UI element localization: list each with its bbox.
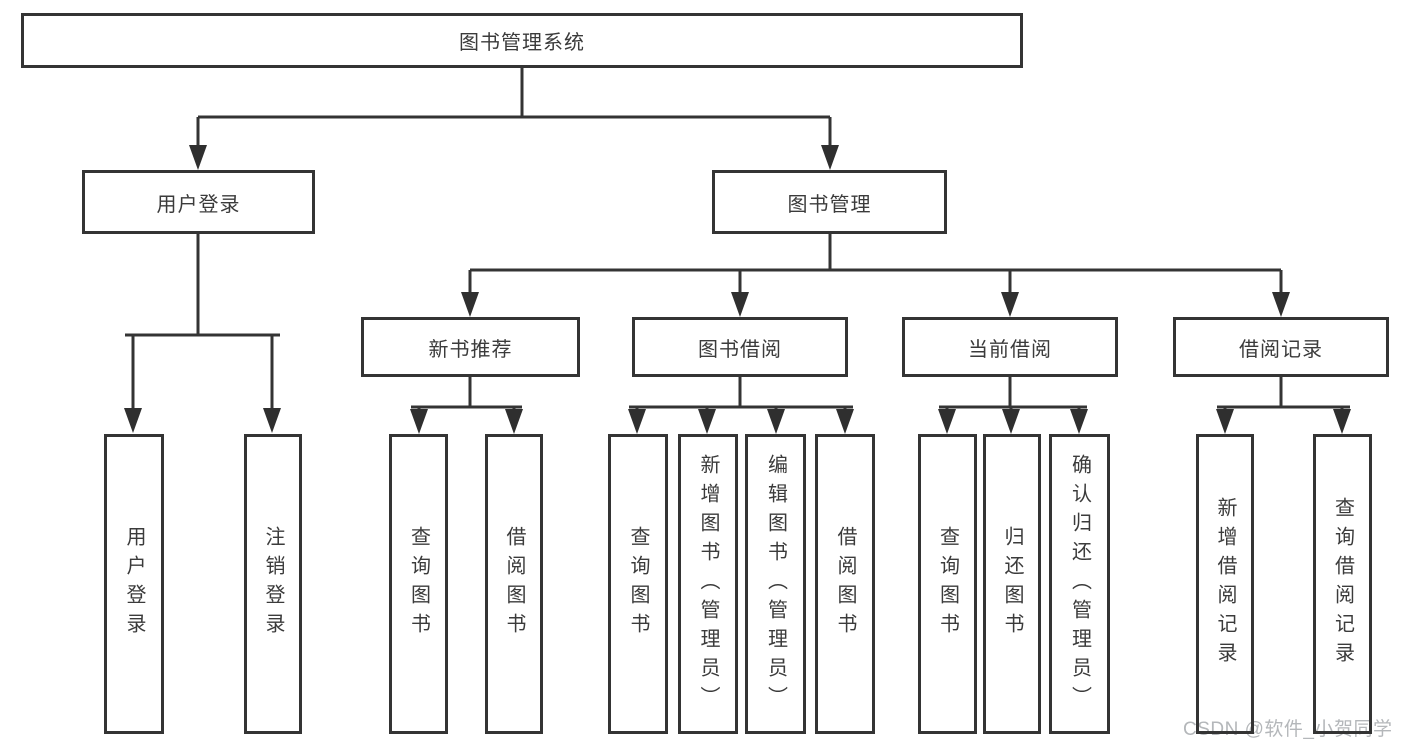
node-borrow-record: 借阅记录 bbox=[1173, 317, 1389, 377]
leaf-add-book-admin: 新增图书（管理员） bbox=[678, 434, 738, 734]
arrow-down-icon bbox=[505, 409, 523, 434]
leaf-query-books-2: 查询图书 bbox=[608, 434, 668, 734]
arrow-down-icon bbox=[938, 409, 956, 434]
arrow-down-icon bbox=[124, 408, 142, 433]
leaf-borrow-books-1: 借阅图书 bbox=[485, 434, 543, 734]
connector-lines bbox=[125, 68, 1350, 411]
arrow-down-icon bbox=[1272, 292, 1290, 317]
node-new-book-recommend: 新书推荐 bbox=[361, 317, 580, 377]
node-book-borrow: 图书借阅 bbox=[632, 317, 848, 377]
arrow-down-icon bbox=[628, 409, 646, 434]
leaf-confirm-return-admin: 确认归还（管理员） bbox=[1049, 434, 1110, 734]
arrowhead-icons bbox=[124, 145, 1351, 434]
leaf-return-book: 归还图书 bbox=[983, 434, 1041, 734]
node-book-management: 图书管理 bbox=[712, 170, 947, 234]
node-current-borrow: 当前借阅 bbox=[902, 317, 1118, 377]
watermark: CSDN @软件_小贺同学 bbox=[1183, 719, 1393, 740]
leaf-query-books-1: 查询图书 bbox=[389, 434, 448, 734]
leaf-edit-book-admin: 编辑图书（管理员） bbox=[745, 434, 806, 734]
arrow-down-icon bbox=[731, 292, 749, 317]
leaf-query-borrow-record: 查询借阅记录 bbox=[1313, 434, 1372, 734]
arrow-down-icon bbox=[189, 145, 207, 170]
arrow-down-icon bbox=[1333, 409, 1351, 434]
arrow-down-icon bbox=[1001, 292, 1019, 317]
arrow-down-icon bbox=[821, 145, 839, 170]
arrow-down-icon bbox=[263, 408, 281, 433]
arrow-down-icon bbox=[836, 409, 854, 434]
leaf-add-borrow-record: 新增借阅记录 bbox=[1196, 434, 1254, 734]
leaf-logout: 注销登录 bbox=[244, 434, 302, 734]
arrow-down-icon bbox=[767, 409, 785, 434]
arrow-down-icon bbox=[1070, 409, 1088, 434]
arrow-down-icon bbox=[410, 409, 428, 434]
leaf-query-books-3: 查询图书 bbox=[918, 434, 977, 734]
arrow-down-icon bbox=[698, 409, 716, 434]
leaf-user-login: 用户登录 bbox=[104, 434, 164, 734]
arrow-down-icon bbox=[1002, 409, 1020, 434]
node-user-login: 用户登录 bbox=[82, 170, 315, 234]
node-root-system: 图书管理系统 bbox=[21, 13, 1023, 68]
arrow-down-icon bbox=[1216, 409, 1234, 434]
leaf-borrow-books-2: 借阅图书 bbox=[815, 434, 875, 734]
arrow-down-icon bbox=[461, 292, 479, 317]
